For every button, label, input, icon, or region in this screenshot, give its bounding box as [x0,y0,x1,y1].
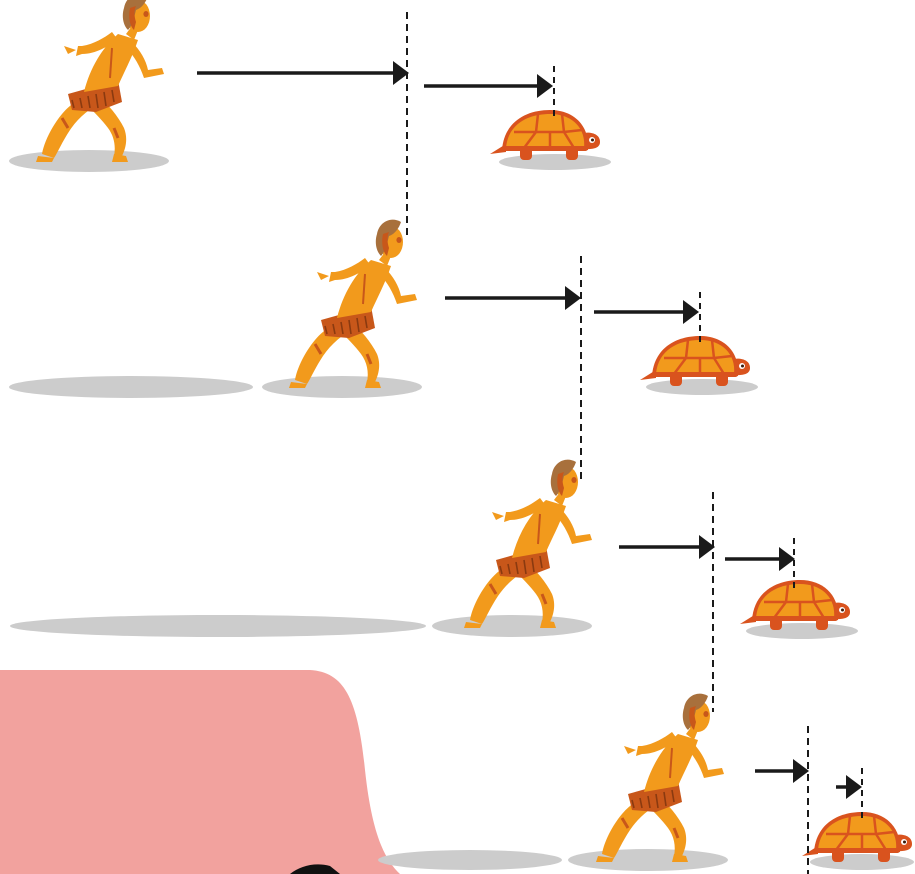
runner-shadow [568,849,728,871]
runner-shadow [9,150,169,172]
stage-2 [9,218,758,398]
right-arrow-icon [846,775,862,799]
right-arrow-icon [793,759,809,783]
right-arrow-icon [537,74,553,98]
running-man-icon [34,0,166,164]
tortoise-shadow [746,623,858,639]
right-arrow-icon [565,286,581,310]
stage-3 [10,458,858,639]
track-shadow [10,615,426,637]
stage-4 [378,692,914,874]
tortoise-shadow [499,154,611,170]
dark-curve [290,864,340,874]
tortoise-icon [488,108,602,162]
pink-shape [0,670,400,874]
runner-shadow [432,615,592,637]
running-man-icon [594,692,726,864]
runner-shadow [262,376,422,398]
running-man-icon [462,458,594,630]
track-shadow [378,850,562,870]
track-shadow [9,376,253,398]
running-man-icon [287,218,419,390]
right-arrow-icon [779,547,795,571]
stage-1 [9,0,611,172]
tortoise-shadow [810,854,914,870]
tortoise-shadow [646,379,758,395]
tortoise-icon [638,334,752,388]
right-arrow-icon [683,300,699,324]
